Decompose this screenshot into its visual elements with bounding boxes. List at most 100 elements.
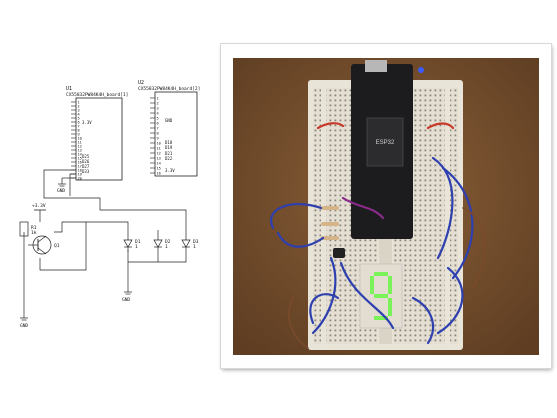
- pin-number: 11: [78, 141, 82, 145]
- pin-number: 17: [78, 165, 82, 169]
- esp32-module-shield: [366, 117, 404, 167]
- resistor-3: [321, 236, 339, 240]
- pin-number: 15: [157, 167, 161, 171]
- ground-bottom: GND: [20, 317, 28, 329]
- u1-chip: U1 CX55832PW84K4H_board[1] 1234567891011…: [66, 86, 128, 181]
- pin-number: 7: [157, 127, 159, 131]
- pin-number: 10: [78, 137, 82, 141]
- blue-led-glow: [418, 67, 424, 73]
- led-ref: D2: [165, 239, 171, 245]
- pin-number: 13: [78, 149, 82, 153]
- wire-blue-3: [311, 256, 337, 335]
- pin-label: D27: [82, 164, 90, 169]
- wire-brown-2: [288, 297, 309, 349]
- pin-number: 13: [157, 157, 161, 161]
- pin-label: 3.3V: [82, 120, 92, 125]
- pin-label: D22: [165, 156, 173, 161]
- breadboard-photo-frame: ESP32: [221, 44, 551, 368]
- pin-number: 5: [78, 117, 80, 121]
- pin-label: 3.3V: [165, 168, 175, 173]
- led-ref: D3: [193, 239, 199, 245]
- pin-label: D19: [165, 145, 173, 150]
- wire-blue-8: [309, 293, 340, 325]
- pin-label: D33: [82, 169, 90, 174]
- power-rail-right: [450, 88, 458, 344]
- pin-number: 8: [78, 129, 80, 133]
- led-value: 1: [193, 244, 196, 250]
- wire-blue-9: [411, 296, 435, 345]
- wire-blue-5: [431, 156, 454, 260]
- segment-d: [374, 316, 388, 320]
- u2-part: CX55832PW84K4H_board[2]: [138, 86, 200, 92]
- wire-d26: [69, 173, 76, 196]
- pin-number: 15: [78, 157, 82, 161]
- r1-ref: R1: [31, 225, 37, 231]
- circuit-schematic: U1 CX55832PW84K4H_board[1] 1234567891011…: [19, 80, 200, 329]
- pin-number: 2: [157, 102, 159, 106]
- segment-f: [370, 276, 374, 294]
- pin-number: 14: [157, 162, 161, 166]
- pin-number: 16: [157, 172, 161, 176]
- wire-blue-1: [270, 203, 323, 230]
- pin-number: 4: [157, 112, 159, 116]
- power-rail-left: [313, 88, 321, 344]
- u2-ref: U2: [138, 80, 144, 86]
- wire-blue-7: [436, 266, 464, 335]
- breadboard-photo: ESP32: [233, 58, 539, 355]
- wire-blue-4: [339, 261, 395, 330]
- led-d2: D21: [153, 239, 171, 252]
- pin-number: 6: [157, 122, 159, 126]
- led-value: 1: [135, 244, 138, 250]
- jumper-wires: [270, 122, 486, 349]
- pin-number: 12: [78, 145, 82, 149]
- pin-label: GND: [165, 118, 173, 123]
- r1-value: 1k: [31, 230, 37, 236]
- pin-number: 20: [78, 177, 82, 181]
- pin-number: 12: [157, 152, 161, 156]
- pin-number: 14: [78, 153, 82, 157]
- wire-brown-1: [462, 207, 486, 289]
- pin-number: 19: [78, 173, 82, 177]
- pin-number: 6: [78, 121, 80, 125]
- wire-red-2: [426, 122, 455, 130]
- schematic-wires: [23, 169, 187, 318]
- resistors: [321, 206, 345, 258]
- pin-number: 1: [78, 101, 80, 105]
- pin-number: 5: [157, 117, 159, 121]
- resistor-r1: R1 1k: [19, 221, 37, 237]
- resistor-1: [321, 206, 339, 210]
- pin-number: 9: [157, 137, 159, 141]
- u2-body: [154, 91, 198, 177]
- pin-number: 2: [78, 105, 80, 109]
- gnd-bottom-label: GND: [20, 323, 28, 329]
- led-d3: D31: [181, 239, 199, 252]
- pin-label: D25: [82, 154, 90, 159]
- pin-number: 16: [78, 161, 82, 165]
- pin-number: 7: [78, 125, 80, 129]
- gnd-u1-label: GND: [57, 188, 65, 194]
- u1-ref: U1: [66, 86, 72, 92]
- pin-number: 1: [157, 97, 159, 101]
- pin-label: D21: [165, 151, 173, 156]
- pin-number: 4: [78, 113, 80, 117]
- wire-blue-6: [441, 166, 474, 280]
- pin-number: 11: [157, 147, 161, 151]
- pin-label: D18: [165, 140, 173, 145]
- u1-body: [75, 97, 123, 181]
- ground-leds: GND: [122, 291, 132, 303]
- gnd-leds-label: GND: [122, 297, 130, 303]
- transistor: [333, 248, 345, 258]
- segment-c: [388, 298, 392, 316]
- wire-blue-2: [276, 231, 325, 248]
- usb-connector: [365, 60, 387, 72]
- esp32-label: ESP32: [376, 140, 395, 146]
- segment-a: [374, 272, 388, 276]
- led-d1: D11: [123, 239, 141, 252]
- pin-number: 10: [157, 142, 161, 146]
- wire-red-1: [316, 122, 345, 130]
- pin-number: 9: [78, 133, 80, 137]
